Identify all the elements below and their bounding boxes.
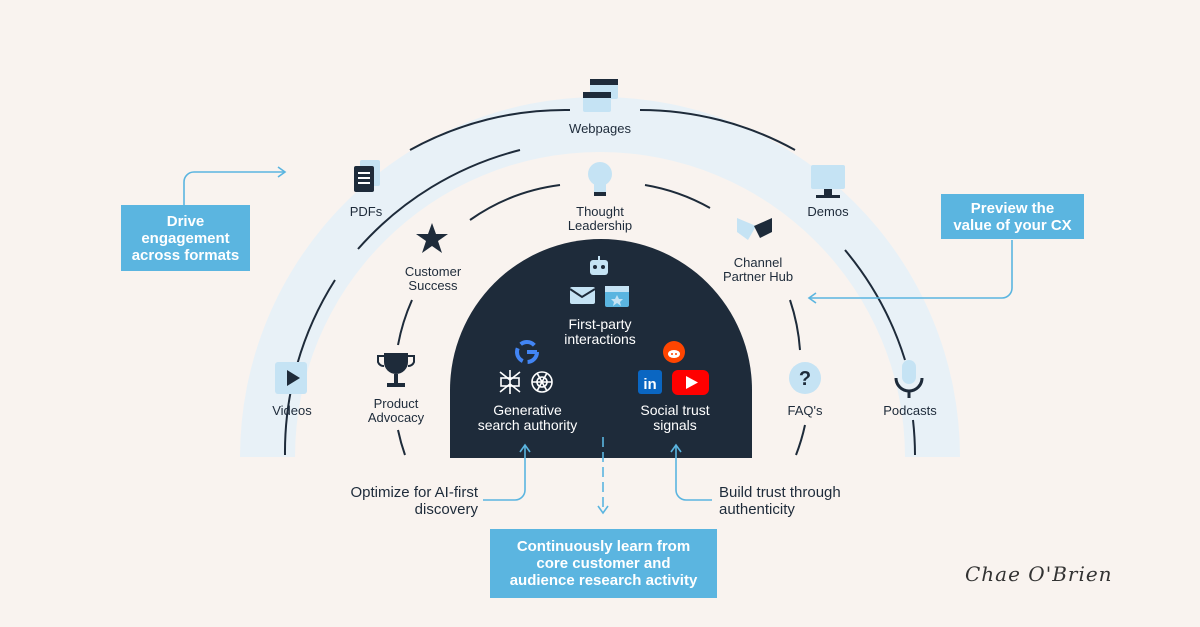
trust-arrowhead xyxy=(670,443,682,453)
signature: Chae O'Brien xyxy=(965,562,1113,586)
question-icon: ? xyxy=(789,362,821,394)
handshake-icon xyxy=(737,218,772,240)
youtube-icon xyxy=(672,370,709,395)
demo-monitor-icon xyxy=(811,165,845,198)
optimize-arrowhead xyxy=(519,443,531,453)
podcasts-label: Podcasts xyxy=(883,403,937,418)
connectors xyxy=(183,166,1013,515)
trust-connector xyxy=(675,446,712,501)
webpages-label: Webpages xyxy=(569,121,631,136)
openai-icon xyxy=(531,371,553,393)
preview-arrowhead xyxy=(807,292,817,304)
email-icon xyxy=(569,287,596,304)
pdfs-label: PDFs xyxy=(349,204,383,219)
robot-icon xyxy=(590,256,608,275)
core-dome xyxy=(450,239,752,458)
generative-label: Generative search authority xyxy=(477,402,578,433)
social-label: Social trust signals xyxy=(640,402,710,433)
preview-cx-text: Preview the value of your CX xyxy=(953,199,1072,234)
continuously-learn-box: Continuously learn from core customer an… xyxy=(490,529,717,598)
perplexity-icon xyxy=(499,370,521,394)
drive-arrowhead xyxy=(277,166,287,178)
optimize-connector xyxy=(483,446,526,501)
video-icon xyxy=(275,362,307,394)
pdf-icon xyxy=(354,160,380,192)
calendar-icon xyxy=(605,286,629,307)
preview-connector xyxy=(810,240,1013,299)
demos-label: Demos xyxy=(807,204,849,219)
outer-band xyxy=(240,97,960,457)
webpages-icon xyxy=(583,79,618,112)
videos-label: Videos xyxy=(272,403,312,418)
continuously-learn-text: Continuously learn from core customer an… xyxy=(509,538,698,589)
trust-text: Build trust through authenticity xyxy=(719,484,841,518)
thought-leadership-label: Thought Leadership xyxy=(567,204,633,233)
google-icon xyxy=(515,340,539,364)
microphone-icon xyxy=(894,360,924,398)
drive-engagement-box: Drive engagement across formats xyxy=(121,205,250,271)
svg-text:in: in xyxy=(643,376,656,393)
channel-partner-hub-label: Channel Partner Hub xyxy=(722,255,794,284)
optimize-text: Optimize for AI-first discovery xyxy=(350,484,478,518)
reddit-icon xyxy=(663,341,685,363)
customer-success-label: Customer Success xyxy=(404,264,462,293)
product-advocacy-label: Product Advocacy xyxy=(367,396,425,425)
faqs-label: FAQ's xyxy=(787,403,823,418)
star-icon xyxy=(416,223,448,253)
lightbulb-icon xyxy=(588,162,612,196)
drive-engagement-text: Drive engagement across formats xyxy=(131,212,240,264)
preview-cx-box: Preview the value of your CX xyxy=(941,194,1084,239)
learn-arrowhead xyxy=(597,505,609,515)
svg-text:?: ? xyxy=(799,368,811,390)
middle-ring-arcs xyxy=(397,184,806,456)
first-party-label: First-party interactions xyxy=(564,316,636,347)
drive-connector xyxy=(183,171,284,205)
trophy-icon xyxy=(377,353,415,387)
linkedin-icon: in xyxy=(638,370,662,394)
